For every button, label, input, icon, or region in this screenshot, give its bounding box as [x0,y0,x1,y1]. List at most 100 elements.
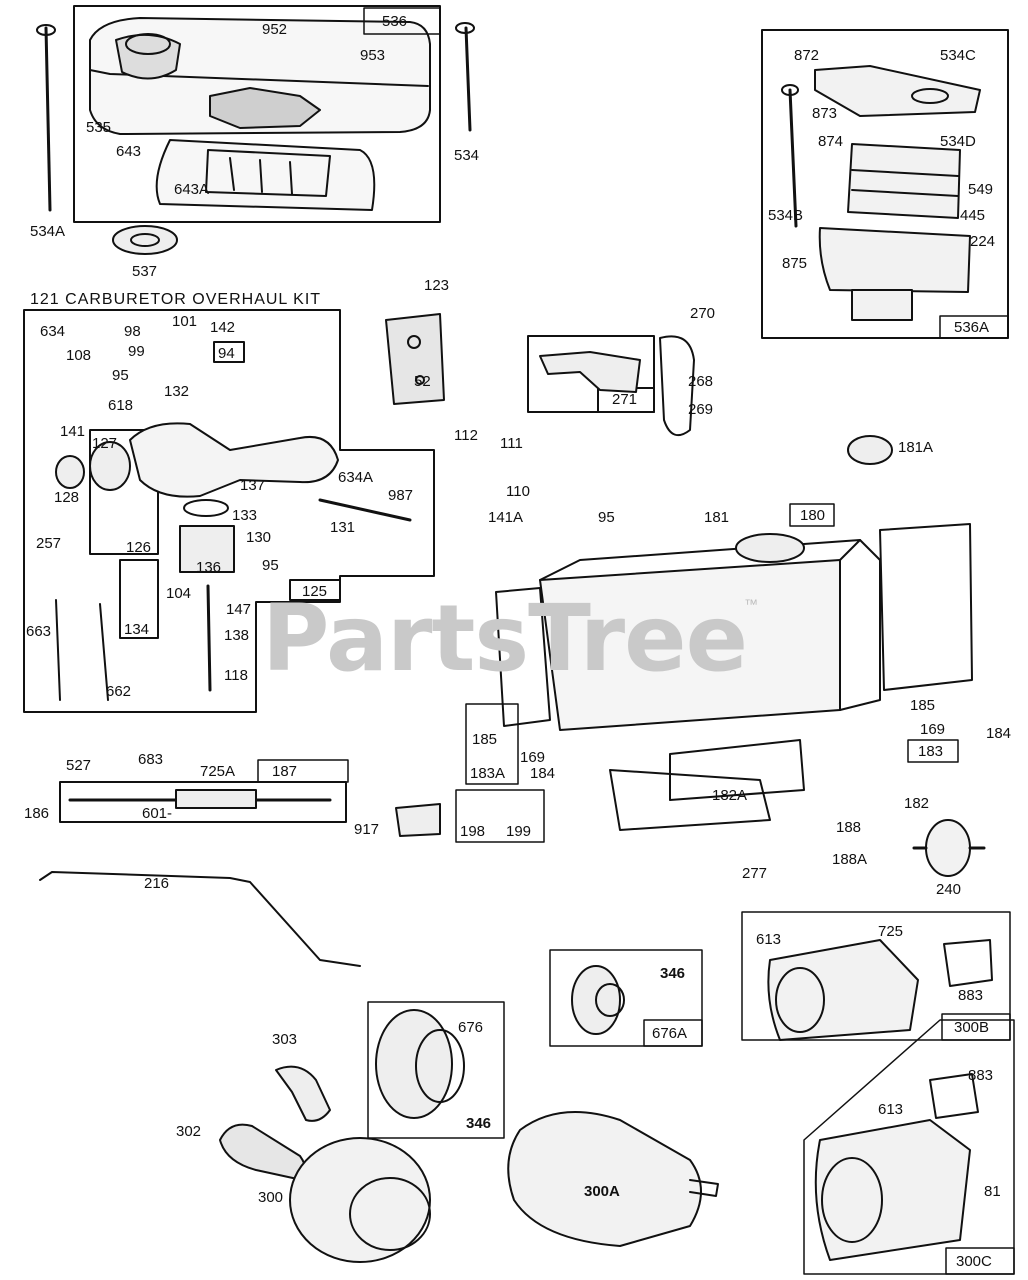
part-label-184a: 184 [986,725,1012,742]
part-label-634: 634 [40,323,66,340]
part-label-663: 663 [26,623,52,640]
part-label-182: 182 [904,795,930,812]
part-label-676A: 676A [652,1025,688,1042]
part-label-131: 131 [330,519,356,536]
part-label-725A: 725A [200,763,236,780]
part-label-169a: 169 [920,721,946,738]
part-label-953: 953 [360,47,386,64]
part-label-142: 142 [210,319,236,336]
part-label-534A: 534A [30,223,66,240]
part-label-634A: 634A [338,469,374,486]
part-label-183A: 183A [470,765,506,782]
part-label-95c: 95 [598,509,615,526]
part-label-300A: 300A [584,1183,620,1200]
part-label-181: 181 [704,509,730,526]
part-label-186: 186 [24,805,50,822]
part-label-133: 133 [232,507,258,524]
part-label-346b: 346 [466,1115,492,1132]
part-label-188: 188 [836,819,862,836]
fuel-filter-240 [912,819,986,877]
fuel-tank-536 [73,5,441,223]
part-label-271: 271 [612,391,638,408]
fuel-tank-180 [495,435,973,831]
part-label-110: 110 [506,483,530,500]
kit-title: 121 CARBURETOR OVERHAUL KIT [30,291,322,308]
part-label-872: 872 [794,47,820,64]
part-label-662: 662 [106,683,132,700]
part-label-683: 683 [138,751,164,768]
part-label-126: 126 [126,539,152,556]
part-label-138: 138 [224,627,250,644]
part-label-128: 128 [54,489,80,506]
part-label-527: 527 [66,757,92,774]
fuel-cap-537 [112,225,178,255]
part-label-112: 112 [454,427,478,444]
muffler-300C [814,1073,979,1261]
part-label-643A: 643A [174,181,210,198]
part-label-549: 549 [968,181,994,198]
part-label-216: 216 [144,875,170,892]
part-label-108: 108 [66,347,92,364]
fuel-line-601 [59,781,347,823]
gasket-268 [659,335,695,437]
part-label-127: 127 [92,435,118,452]
part-label-537: 537 [132,263,158,280]
part-label-883b: 883 [968,1067,994,1084]
part-label-883a: 883 [958,987,984,1004]
part-label-111: 111 [500,435,523,452]
part-label-125: 125 [302,583,328,600]
muffler-300 [219,1123,431,1263]
part-label-141: 141 [60,423,86,440]
part-label-987: 987 [388,487,414,504]
part-label-185a: 185 [910,697,936,714]
part-label-185b: 185 [472,731,498,748]
part-label-536A: 536A [954,319,990,336]
part-label-137: 137 [240,477,266,494]
part-label-180: 180 [800,507,826,524]
part-label-618: 618 [108,397,134,414]
part-label-534D: 534D [940,133,976,150]
part-label-136: 136 [196,559,222,576]
part-label-257: 257 [36,535,62,552]
part-label-268: 268 [688,373,714,390]
part-label-952: 952 [262,21,288,38]
part-label-98: 98 [124,323,141,340]
part-label-875: 875 [782,255,808,272]
muffler-300A [507,1111,719,1247]
part-label-613b: 613 [878,1101,904,1118]
part-label-95b: 95 [262,557,279,574]
part-label-123: 123 [424,277,450,294]
part-label-874: 874 [818,133,844,150]
part-label-95a: 95 [112,367,129,384]
clip-917 [395,803,441,837]
part-label-187: 187 [272,763,298,780]
control-bracket-271 [527,335,655,413]
part-label-534C: 534C [940,47,976,64]
part-label-199: 199 [506,823,532,840]
watermark-trademark: ™ [744,596,758,612]
part-label-536: 536 [382,13,408,30]
part-label-873: 873 [812,105,838,122]
part-label-303: 303 [272,1031,298,1048]
part-label-300: 300 [258,1189,284,1206]
part-label-270: 270 [690,305,716,322]
part-label-94: 94 [218,345,235,362]
part-label-445: 445 [960,207,986,224]
muffler-300B [767,939,993,1041]
part-label-613a: 613 [756,931,782,948]
gasket-52 [385,313,445,405]
air-cleaner-536A [761,29,1009,339]
part-label-99: 99 [128,343,145,360]
deflector-676A [571,965,625,1035]
part-label-269: 269 [688,401,714,418]
part-label-224: 224 [970,233,996,250]
bolt-534 [455,22,475,132]
part-label-188A: 188A [832,851,868,868]
part-label-643: 643 [116,143,142,160]
part-label-184b: 184 [530,765,556,782]
watermark: PartsTree [262,585,748,692]
part-label-300B: 300B [954,1019,990,1036]
part-label-198: 198 [460,823,486,840]
part-label-81: 81 [984,1183,1001,1200]
